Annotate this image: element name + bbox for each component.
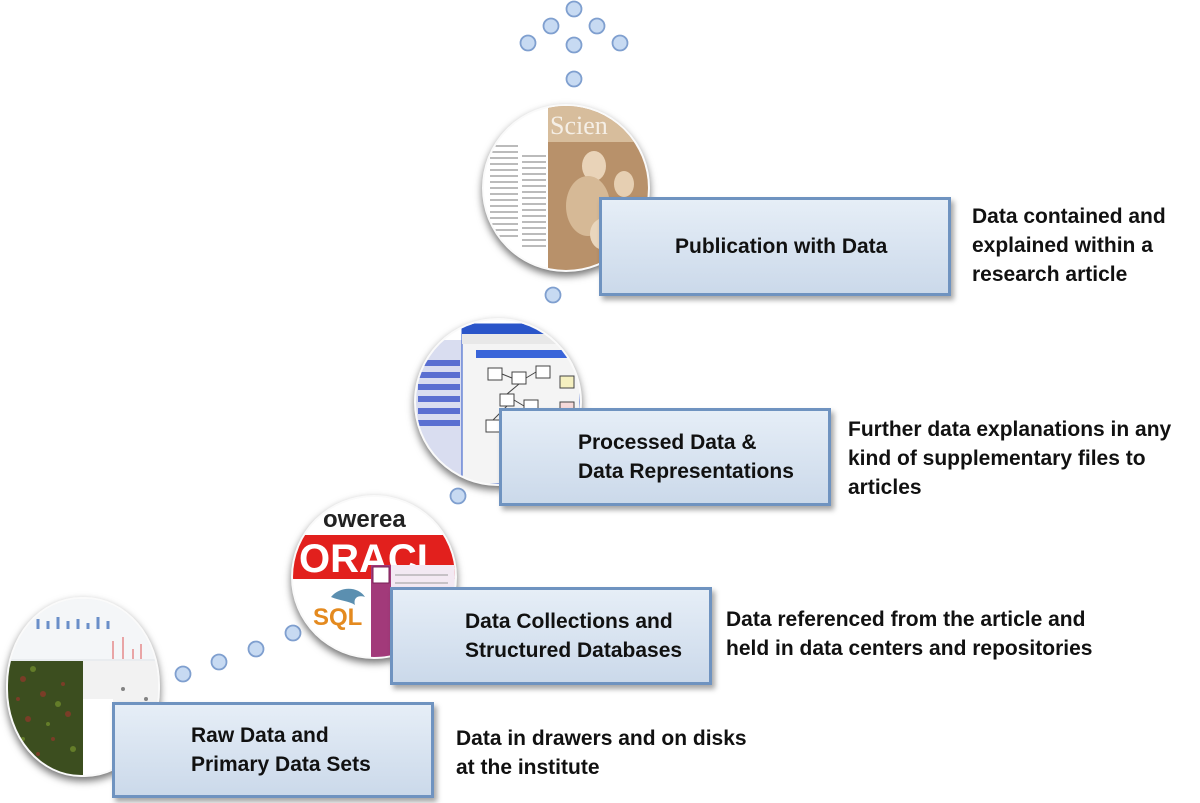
step-processed-data-description: Further data explanations in any kind of… [848, 418, 1172, 499]
step-publication-label: Publication with Data [675, 235, 888, 258]
connector-dot [284, 624, 302, 642]
connector-dot [449, 487, 467, 505]
connector-dot [565, 70, 583, 88]
connector-dot [210, 653, 228, 671]
step-data-collections-label: Data Collections and Structured Database… [465, 610, 683, 662]
step-publication-description: Data contained and explained within a re… [972, 205, 1166, 286]
step-raw-data-description: Data in drawers and on disks at the inst… [456, 727, 747, 779]
connector-dot [174, 665, 192, 683]
step-raw-data-box: Raw Data and Primary Data Sets [112, 702, 434, 798]
connector-dot [542, 17, 560, 35]
step-processed-data-box: Processed Data & Data Representations [499, 408, 831, 506]
step-processed-data-label: Processed Data & Data Representations [578, 431, 794, 483]
step-publication-box: Publication with Data [599, 197, 951, 296]
connector-dot [544, 286, 562, 304]
journal-article-image: Scien [482, 104, 650, 272]
connector-dot [588, 17, 606, 35]
connector-dot [519, 34, 537, 52]
connector-dot [565, 36, 583, 54]
step-raw-data-label: Raw Data and Primary Data Sets [191, 724, 371, 776]
database-logo-top-text: owerea [323, 506, 406, 533]
database-logo-sql-text: SQL [313, 604, 362, 631]
connector-dot [611, 34, 629, 52]
connector-dot [247, 640, 265, 658]
step-data-collections-description: Data referenced from the article and hel… [726, 608, 1093, 660]
journal-masthead-text: Scien [550, 111, 608, 140]
step-data-collections-box: Data Collections and Structured Database… [390, 587, 712, 685]
connector-dot [565, 0, 583, 18]
